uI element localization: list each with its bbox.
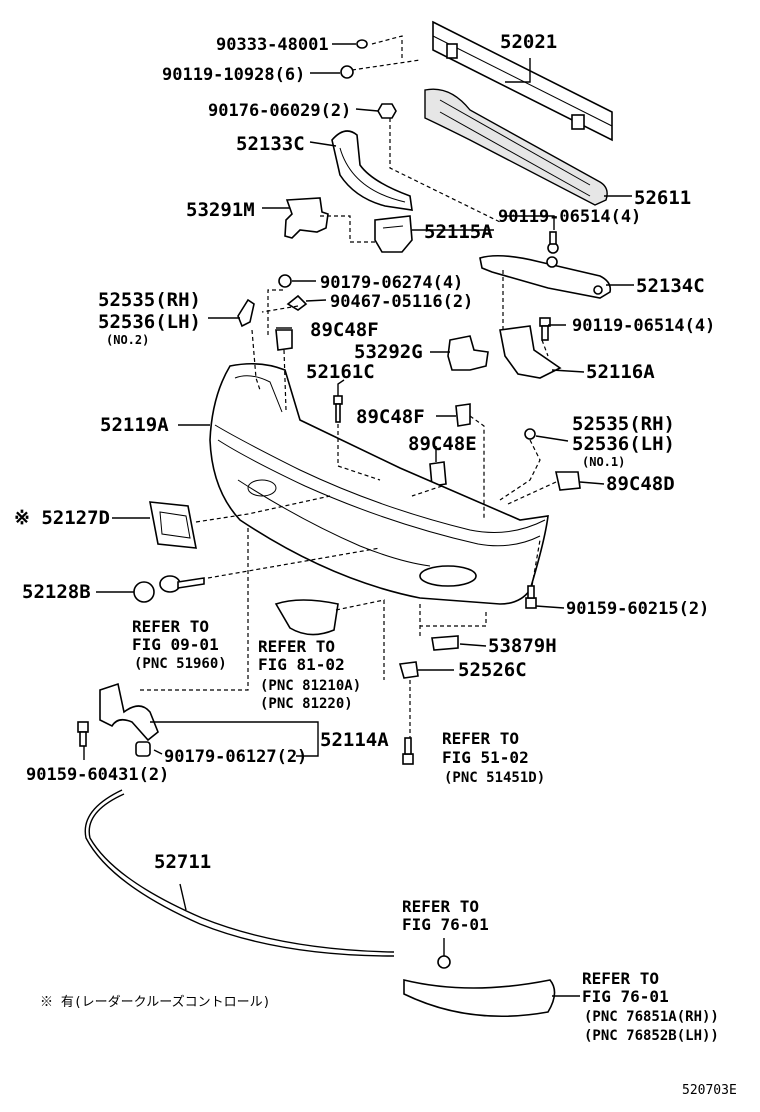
label-90159-60431: 90159-60431(2) <box>26 765 169 785</box>
ref3-line2: FIG 51-02 <box>442 748 529 767</box>
ref5-line1: REFER TO <box>582 969 659 988</box>
hook-51960 <box>159 575 205 593</box>
clip-52535-b <box>524 428 536 440</box>
label-53292G: 53292G <box>354 341 423 363</box>
nut-90179-06274 <box>278 274 292 288</box>
bolt-51451D <box>402 737 414 765</box>
label-90159-60215: 90159-60215(2) <box>566 599 709 619</box>
ref2-line3: (PNC 81210A) <box>260 678 361 694</box>
cap-52128B <box>133 581 155 603</box>
label-52119A: 52119A <box>100 414 169 436</box>
label-90179-06127: 90179-06127(2) <box>164 747 307 767</box>
clip-53879H <box>431 635 459 651</box>
label-89C48F-upper: 89C48F <box>310 319 379 341</box>
label-89C48D: 89C48D <box>606 473 675 495</box>
label-89C48F-lower: 89C48F <box>356 406 425 428</box>
bracket-52134C <box>479 254 612 299</box>
bracket-52114A <box>99 682 159 742</box>
label-90119-10928: 90119-10928(6) <box>162 65 305 85</box>
clip-52526C <box>398 661 419 679</box>
label-53879H: 53879H <box>488 635 557 657</box>
clip-89C48E <box>429 461 447 487</box>
ref2-line1: REFER TO <box>258 637 335 656</box>
ref3-line1: REFER TO <box>442 729 519 748</box>
bolt-90159-60431 <box>77 721 89 747</box>
figure-id: 520703E <box>682 1083 737 1098</box>
label-52536-lh-upper: 52536(LH) <box>98 311 201 333</box>
label-52133C: 52133C <box>236 133 305 155</box>
fog-lamp-81210A <box>274 599 339 636</box>
retainer-52115A <box>374 215 413 253</box>
leader-lines <box>83 43 634 997</box>
label-52526C: 52526C <box>458 659 527 681</box>
part-labels: 90333-48001 90119-10928(6) 90176-06029(2… <box>14 31 715 873</box>
nut-90176 <box>377 103 397 119</box>
bolt-90159-60215 <box>525 585 537 609</box>
bolt-52161C <box>333 395 343 423</box>
extension-76851A <box>403 955 556 1018</box>
ref2-line2: FIG 81-02 <box>258 655 345 674</box>
label-90119-06514-bottom: 90119-06514(4) <box>572 316 715 336</box>
label-52535-rh-upper: 52535(RH) <box>98 289 201 311</box>
clip-90333 <box>356 39 368 49</box>
reinforcement-beam-52021 <box>432 20 613 142</box>
molding-52711 <box>84 789 395 957</box>
ref3-line3: (PNC 51451D) <box>444 770 545 786</box>
ref5-line3: (PNC 76851A(RH)) <box>584 1009 719 1025</box>
label-52127D: ※ 52127D <box>14 507 110 529</box>
energy-absorber-52611 <box>424 88 608 206</box>
footnote: ※ 有(レーダークルーズコントロール) <box>40 994 270 1010</box>
clip-89C48D <box>555 471 581 491</box>
label-52161C: 52161C <box>306 361 375 383</box>
label-53291M: 53291M <box>186 199 255 221</box>
ref4-line2: FIG 76-01 <box>402 915 489 934</box>
bumper-cover-52119A <box>209 362 549 605</box>
label-52114A: 52114A <box>320 729 389 751</box>
clip-89C48F-b <box>455 403 471 427</box>
label-90333-48001: 90333-48001 <box>216 35 329 55</box>
ref4-line1: REFER TO <box>402 897 479 916</box>
cover-52127D <box>149 501 197 549</box>
ref5-line4: (PNC 76852B(LH)) <box>584 1028 719 1044</box>
reference-notes: REFER TO FIG 09-01 (PNC 51960) REFER TO … <box>132 617 719 1044</box>
retainer-53291M <box>284 197 329 239</box>
label-52021: 52021 <box>500 31 557 53</box>
assembly-lines <box>140 35 557 738</box>
nut-90119-10928 <box>340 65 354 79</box>
label-52536-lh-lower: 52536(LH) <box>572 433 675 455</box>
bracket-52133C <box>331 130 413 211</box>
label-89C48E: 89C48E <box>408 433 477 455</box>
label-no1: (NO.1) <box>582 455 625 469</box>
bracket-52116A <box>499 325 562 379</box>
ref1-line1: REFER TO <box>132 617 209 636</box>
bolt-90119-06514-a <box>547 231 559 254</box>
label-90467-05116: 90467-05116(2) <box>330 292 473 312</box>
retainer-53292G <box>447 335 489 371</box>
label-52115A: 52115A <box>424 221 493 243</box>
label-90179-06274: 90179-06274(4) <box>320 273 463 293</box>
ref1-line2: FIG 09-01 <box>132 635 219 654</box>
label-52535-rh-lower: 52535(RH) <box>572 413 675 435</box>
ref5-line2: FIG 76-01 <box>582 987 669 1006</box>
label-no2: (NO.2) <box>106 333 149 347</box>
bolt-90119-06514-b <box>539 317 551 341</box>
bracket-52535-a <box>237 298 255 328</box>
clip-90467 <box>286 294 308 311</box>
label-52711: 52711 <box>154 851 211 873</box>
ref2-line4: (PNC 81220) <box>260 696 353 712</box>
nut-90179-06127 <box>135 741 151 757</box>
label-90176-06029: 90176-06029(2) <box>208 101 351 121</box>
label-52128B: 52128B <box>22 581 91 603</box>
label-90119-06514-top: 90119-06514(4) <box>498 207 641 227</box>
label-52116A: 52116A <box>586 361 655 383</box>
clip-89C48F-a <box>275 329 293 351</box>
label-52134C: 52134C <box>636 275 705 297</box>
label-52611: 52611 <box>634 187 691 209</box>
ref1-line3: (PNC 51960) <box>134 656 227 672</box>
